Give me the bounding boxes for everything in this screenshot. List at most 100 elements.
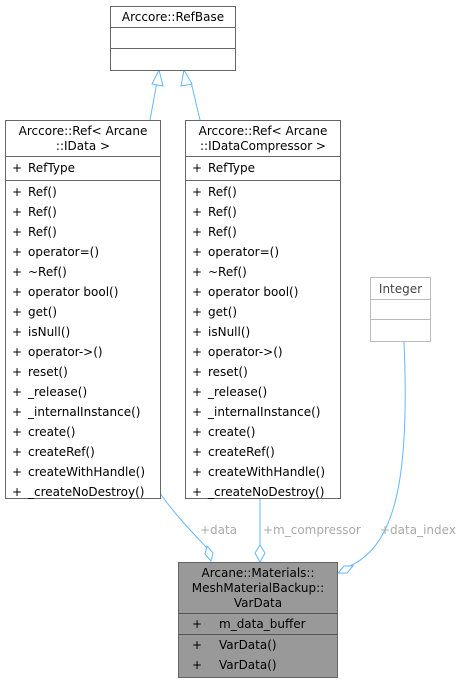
class-refbase-methods	[111, 48, 235, 69]
method-row: +operator->()	[192, 345, 283, 359]
attribute-row: +RefType	[192, 161, 255, 175]
method-name: createWithHandle()	[208, 465, 326, 479]
class-ref-idatacompressor-title-line-2: ::IDataCompressor >	[199, 139, 326, 153]
method-name: operator=()	[28, 245, 100, 259]
aggregation-edge-data-index	[349, 341, 406, 567]
method-name: ~Ref()	[208, 265, 247, 279]
method-row: +Ref()	[192, 225, 237, 239]
class-ref-idata-methods: +Ref()+Ref()+Ref()+operator=()+~Ref()+op…	[6, 180, 160, 504]
method-name: reset()	[28, 365, 68, 379]
class-vardata-title: Arcane::Materials:: MeshMaterialBackup::…	[179, 563, 337, 613]
class-ref-idatacompressor[interactable]: Arccore::Ref< Arcane ::IDataCompressor >…	[185, 120, 341, 499]
class-ref-idatacompressor-title-line-1: Arccore::Ref< Arcane	[198, 124, 328, 138]
method-name: _release()	[208, 385, 268, 399]
class-vardata-title-line-3: VarData	[233, 596, 283, 610]
class-ref-idata-title-line-2: ::IData >	[55, 139, 111, 153]
class-ref-idata[interactable]: Arccore::Ref< Arcane ::IData > +RefType …	[5, 120, 161, 499]
method-name: create()	[28, 425, 76, 439]
class-vardata[interactable]: Arcane::Materials:: MeshMaterialBackup::…	[178, 562, 338, 678]
class-integer-methods	[371, 319, 430, 339]
method-name: createWithHandle()	[28, 465, 146, 479]
class-vardata-methods: +VarData() +VarData()	[179, 634, 337, 675]
method-row: +operator bool()	[12, 285, 119, 299]
method-name: operator->()	[28, 345, 103, 359]
method-name: _internalInstance()	[28, 405, 141, 419]
method-name: operator bool()	[28, 285, 119, 299]
method-name: create()	[208, 425, 256, 439]
method-row: +_release()	[12, 385, 88, 399]
method-name: _createNoDestroy()	[208, 485, 325, 499]
class-vardata-title-line-1: Arcane::Materials::	[201, 566, 315, 580]
class-ref-idata-title-line-1: Arccore::Ref< Arcane	[18, 124, 148, 138]
method-row: +Ref()	[192, 205, 237, 219]
attribute-row: +RefType	[12, 161, 75, 175]
attribute-name: m_data_buffer	[219, 617, 306, 631]
method-row: +isNull()	[192, 325, 251, 339]
edge-label-data: +data	[200, 523, 238, 537]
method-row: +isNull()	[12, 325, 71, 339]
method-name: Ref()	[28, 185, 57, 199]
method-row: +operator=()	[192, 245, 280, 259]
method-row: +createRef()	[12, 445, 95, 459]
class-ref-idatacompressor-methods: +Ref() +Ref() +Ref() +operator=() +~Ref() +op…	[186, 180, 340, 504]
method-row: +_internalInstance()	[12, 405, 141, 419]
class-ref-idatacompressor-attributes: +RefType	[186, 156, 340, 180]
method-name: createRef()	[208, 445, 275, 459]
inheritance-arrowhead-icompressor	[180, 68, 193, 87]
method-row: +get()	[12, 305, 58, 319]
method-name: Ref()	[28, 225, 57, 239]
method-row: +createWithHandle()	[12, 465, 146, 479]
aggregation-edge-data	[159, 492, 208, 549]
method-row: +createWithHandle()	[192, 465, 326, 479]
method-name: operator bool()	[208, 285, 299, 299]
method-row: +reset()	[192, 365, 248, 379]
inheritance-edge-idata	[149, 81, 158, 121]
method-row: +operator->()	[12, 345, 103, 359]
method-row: +Ref()	[192, 185, 237, 199]
method-row: +~Ref()	[12, 265, 67, 279]
class-integer-attributes	[371, 299, 430, 319]
aggregation-diamond-data	[204, 544, 214, 563]
method-name: Ref()	[28, 205, 57, 219]
method-name: Ref()	[208, 205, 237, 219]
method-row: +_createNoDestroy()	[192, 485, 325, 499]
method-name: Ref()	[208, 185, 237, 199]
method-row: +operator bool()	[192, 285, 299, 299]
method-name: get()	[208, 305, 238, 319]
class-ref-idata-attributes: +RefType	[6, 156, 160, 180]
class-ref-idatacompressor-title: Arccore::Ref< Arcane ::IDataCompressor >	[186, 121, 340, 156]
attribute-name: RefType	[208, 161, 255, 175]
method-name: ~Ref()	[28, 265, 67, 279]
inheritance-arrowhead-idata	[151, 68, 164, 87]
class-refbase[interactable]: Arccore::RefBase	[110, 6, 236, 71]
method-row: +VarData()	[191, 658, 277, 672]
attribute-row: +m_data_buffer	[191, 617, 306, 631]
method-name: VarData()	[219, 658, 277, 672]
aggregation-diamond-m-compressor	[254, 544, 266, 564]
method-row: +createRef()	[192, 445, 275, 459]
method-name: VarData()	[219, 638, 277, 652]
class-integer[interactable]: Integer	[370, 277, 431, 342]
attribute-name: RefType	[28, 161, 75, 175]
method-name: operator->()	[208, 345, 283, 359]
method-name: _internalInstance()	[208, 405, 321, 419]
method-row: +~Ref()	[192, 265, 247, 279]
method-name: reset()	[208, 365, 248, 379]
method-row: +_createNoDestroy()	[12, 485, 145, 499]
method-row: +_release()	[192, 385, 268, 399]
method-row: +Ref()	[12, 225, 57, 239]
method-row: +Ref()	[12, 185, 57, 199]
method-row: +get()	[192, 305, 238, 319]
method-name: get()	[28, 305, 58, 319]
method-row: +VarData()	[191, 638, 277, 652]
class-ref-idata-title: Arccore::Ref< Arcane ::IData >	[6, 121, 160, 156]
method-row: +create()	[12, 425, 76, 439]
class-integer-title: Integer	[378, 282, 423, 296]
method-name: isNull()	[208, 325, 251, 339]
method-name: createRef()	[28, 445, 95, 459]
method-name: Ref()	[208, 225, 237, 239]
class-refbase-title: Arccore::RefBase	[121, 10, 225, 24]
method-row: +reset()	[12, 365, 68, 379]
method-name: operator=()	[208, 245, 280, 259]
